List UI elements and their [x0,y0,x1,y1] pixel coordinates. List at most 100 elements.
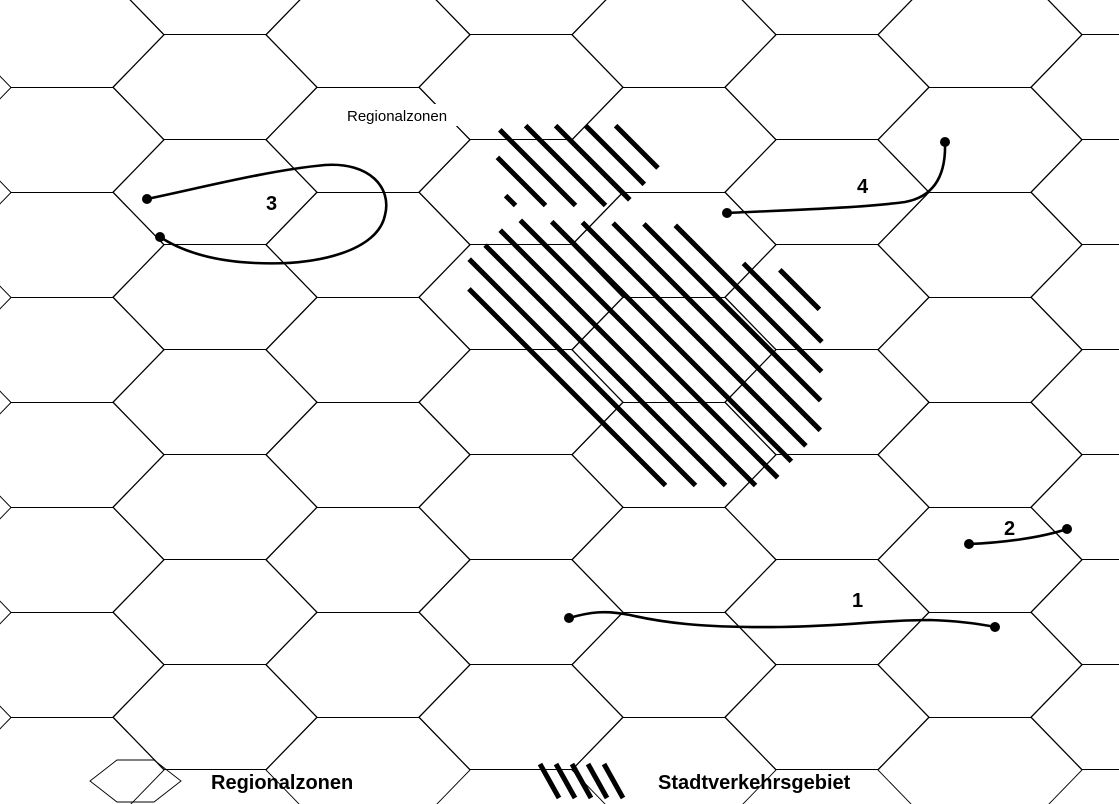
legend: Regionalzonen Stadtverkehrsgebiet [89,759,851,803]
hatch-line [553,123,632,202]
hatch-line [498,228,758,488]
regional-zone-hexagon [265,87,471,193]
hatch-line [483,243,728,488]
regional-zone-hexagon [112,559,318,665]
regional-zone-hexagon [724,34,930,140]
regional-zone-hexagon [877,192,1083,298]
regional-zone-hexagon [112,244,318,350]
hatch-line [613,123,660,170]
regional-zone-hexagon [129,0,301,35]
hatch-line [741,261,824,344]
zone-label: Regionalzonen [347,108,447,125]
regional-zone-hexagon [1030,139,1119,245]
regional-zone-hexagon [265,192,471,298]
hatch-line [549,219,794,464]
regional-zone-hexagon [265,0,471,88]
hatch-line [495,155,548,208]
hatch-line [518,218,780,480]
regional-zone-hexagon [1030,34,1119,140]
trip-3-label: 3 [266,193,277,215]
regional-zone-hexagon [1030,349,1119,455]
trip-4-end-point [940,137,950,147]
legend-hexagon-icon [89,759,182,803]
trip-1: 1 [564,590,1000,632]
trip-2: 2 [964,518,1072,549]
regional-zone-hexagon [1047,0,1119,35]
regional-zone-hexagon [877,0,1083,88]
regional-zone-hexagon [0,717,165,804]
hatch-line [523,123,608,208]
regional-zone-hexagon [571,717,777,804]
regional-zone-hexagon [741,0,913,35]
regional-zone-hexagon [0,87,165,193]
trip-3: 3 [142,163,388,265]
trip-3-start-point [142,194,152,204]
regional-zone-hexagon [265,507,471,613]
regional-zone-hexagon [418,349,624,455]
regional-zone-hexagon [112,349,318,455]
regional-zone-hexagon [265,612,471,718]
regional-zone-hexagon [418,454,624,560]
regional-zone-hexagon [265,402,471,508]
regional-zone-hexagon [877,507,1083,613]
trip-2-end-point [1062,524,1072,534]
regional-zone-hexagon [877,297,1083,403]
hatch-line [503,193,518,208]
regional-zone-hexagon [1030,559,1119,665]
trip-1-start-point [564,613,574,623]
regional-zone-hexagon [1030,244,1119,350]
hatch-line [467,257,698,488]
regional-zone-hexagon [112,34,318,140]
regional-zone-hexagon [724,139,930,245]
regional-zone-hexagon [112,664,318,770]
regional-zone-hexagon [724,559,930,665]
regional-zone-hexagon [0,507,165,613]
trip-3-end-point [155,232,165,242]
trip-2-path [967,527,1069,546]
regional-zone-hexagon [877,612,1083,718]
regional-zone-hexagon [265,717,471,804]
regional-zone-hexagon [265,297,471,403]
zone-label-backdrop [342,104,490,126]
trip-1-label: 1 [852,590,863,612]
regional-zone-hexagon [724,664,930,770]
trip-4-label: 4 [857,176,869,198]
hatch-line [642,222,823,403]
trip-1-path [567,610,997,629]
regional-zone-hexagon [112,454,318,560]
regional-zone-hexagon [0,612,165,718]
trip-2-start-point [964,539,974,549]
hatch-line [778,268,822,312]
regional-zone-hexagon [1030,454,1119,560]
regional-zone-hexagon [418,664,624,770]
hatch-line [611,221,823,433]
hatch-line [580,220,808,448]
regional-zone-hexagon [0,297,165,403]
regional-zone-hexagon [0,402,165,508]
regional-zone-hexagon [435,0,607,35]
hatch-line [498,128,578,208]
regional-zone-hexagon [1030,664,1119,770]
regional-zone-hexagon [877,402,1083,508]
regional-zone-hexagon [877,87,1083,193]
regional-zone-hexagon [571,0,777,88]
trip-1-end-point [990,622,1000,632]
trip-4-path [725,140,947,215]
legend-zones-label: Regionalzonen [211,772,353,794]
hatch-line [583,123,647,187]
trip-4: 4 [722,137,950,218]
regional-zone-hexagon [112,139,318,245]
hatch-line [467,287,668,488]
legend-hatch-icon [537,762,626,800]
regional-zone-hexagon [0,192,165,298]
legend-urban-area-label: Stadtverkehrsgebiet [658,772,851,794]
urban-traffic-area [467,123,824,488]
regional-zone-hexagon [0,0,165,88]
regional-zone-hexagon [571,507,777,613]
trip-2-label: 2 [1004,518,1015,540]
regional-zone-hexagon [877,717,1083,804]
regional-zone-hexagon [724,454,930,560]
hatch-line [673,223,824,374]
trip-3-path [145,163,388,265]
